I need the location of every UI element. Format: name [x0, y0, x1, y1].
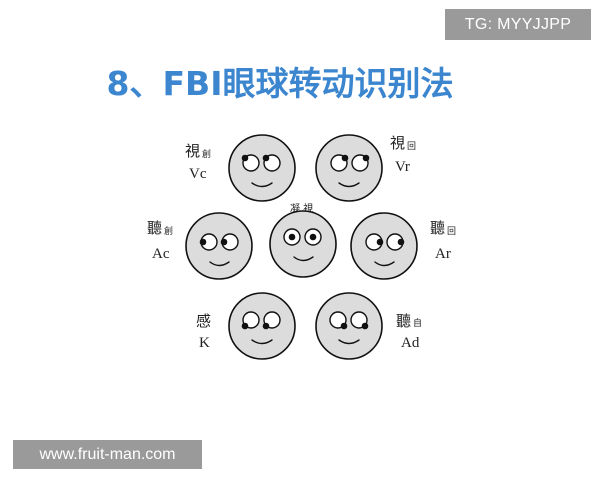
label-vr-sub: 回 — [407, 141, 416, 152]
label-vc-sub: 創 — [202, 148, 211, 160]
face-ad — [315, 292, 383, 360]
label-ac-sub: 創 — [164, 225, 173, 237]
label-ar-sub: 回 — [447, 226, 456, 237]
label-k-main: 感 — [196, 312, 211, 330]
watermark-bottom: www.fruit-man.com — [13, 440, 202, 469]
label-ar-main: 聽 — [430, 219, 445, 237]
label-ad-main: 聽 — [396, 312, 411, 330]
watermark-top: TG: MYYJJPP — [445, 9, 591, 40]
page-title: 8、FBI眼球转动识别法 — [106, 64, 454, 103]
label-k-code: K — [199, 335, 210, 351]
label-ad-sub: 自 — [413, 317, 422, 329]
face-vr — [315, 134, 383, 202]
label-ar-code: Ar — [435, 246, 451, 262]
label-vc-code: Vc — [189, 166, 207, 182]
label-vr-code: Vr — [395, 159, 410, 175]
face-vc — [228, 134, 296, 202]
label-vc-main: 視 — [185, 142, 200, 160]
face-center — [269, 210, 337, 278]
label-ad-code: Ad — [401, 335, 420, 351]
face-k — [228, 292, 296, 360]
face-ac — [185, 212, 253, 280]
label-ac-main: 聽 — [147, 219, 162, 237]
face-ar — [350, 212, 418, 280]
label-ac-code: Ac — [152, 246, 170, 262]
label-vr-main: 視 — [390, 134, 405, 152]
